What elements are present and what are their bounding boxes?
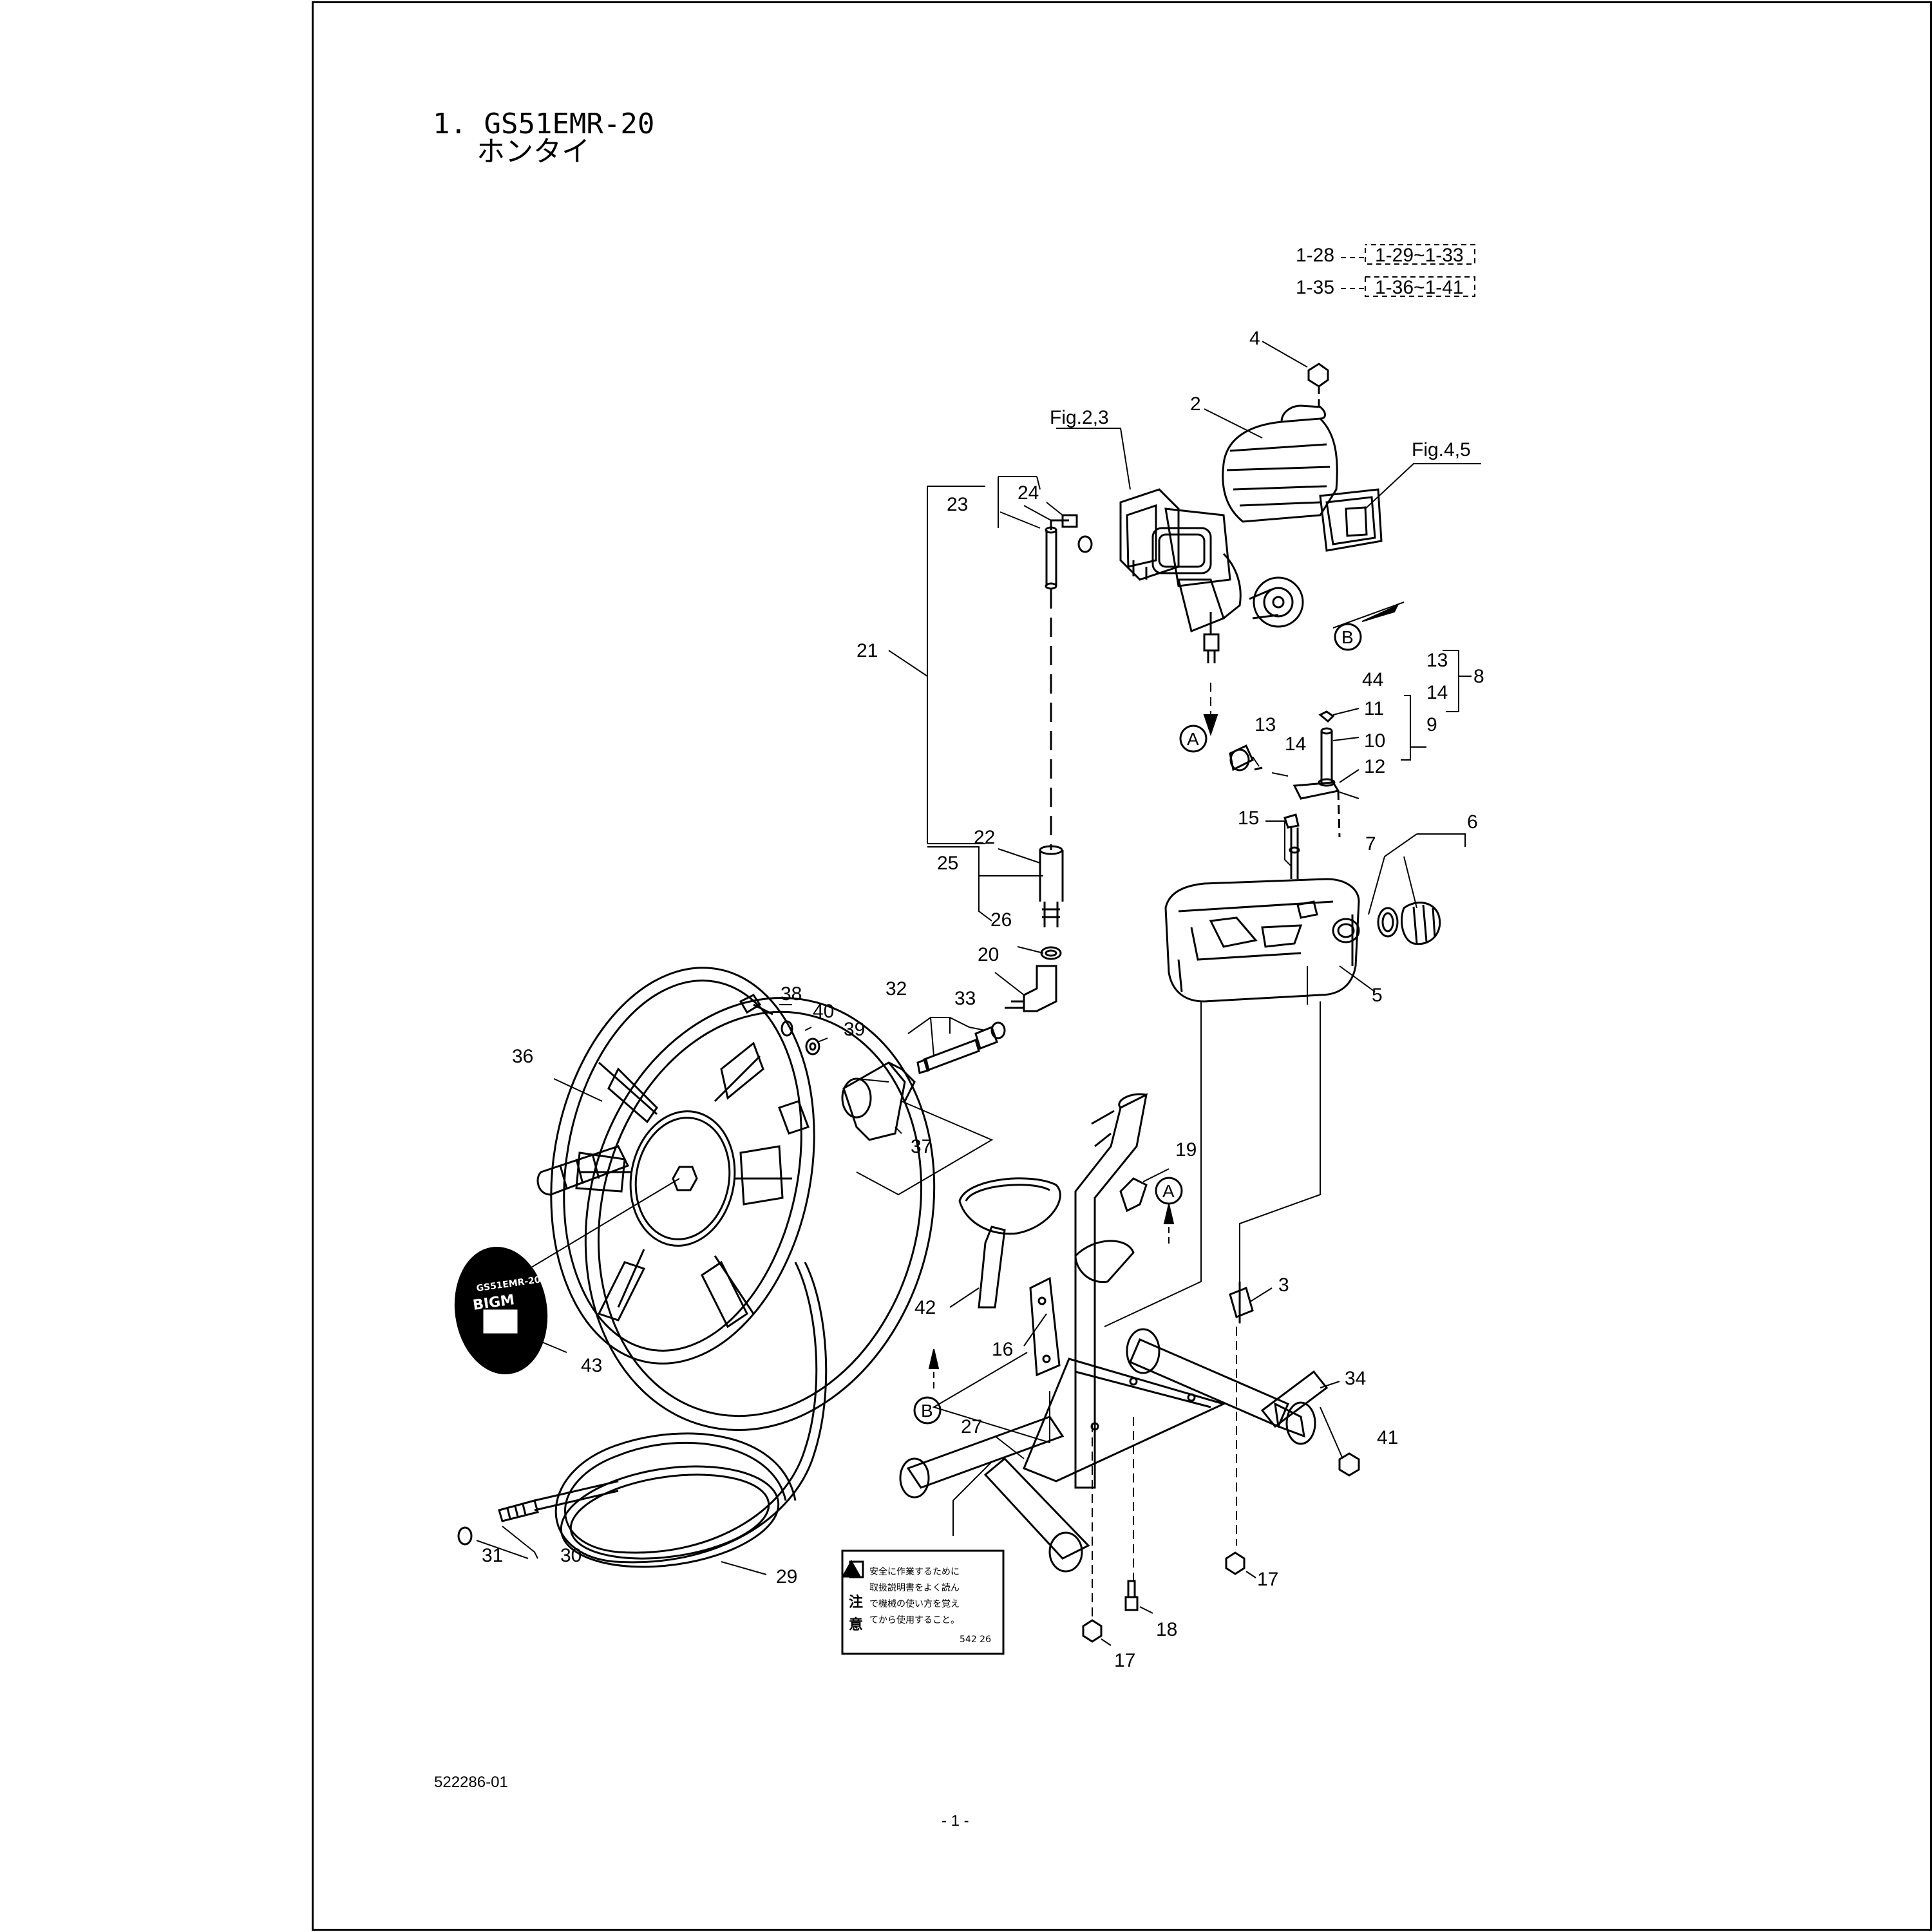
- page-title-section: ホンタイ: [477, 135, 590, 168]
- elbow-part-20: [1023, 965, 1057, 1012]
- part-label-39: 39: [844, 1019, 865, 1040]
- part-label-44: 44: [1362, 669, 1383, 690]
- hose-nozzle-part-30: [498, 1499, 539, 1522]
- part-label-34: 34: [1345, 1368, 1366, 1389]
- caution-kanji-1: 注: [849, 1594, 863, 1611]
- marker-b-engine: [1334, 623, 1362, 651]
- ref-from-1-35: 1-35: [1296, 277, 1334, 298]
- part-label-19: 19: [1175, 1139, 1197, 1160]
- part-label-30: 30: [560, 1545, 582, 1566]
- marker-a-frame: [1155, 1177, 1183, 1205]
- part-label-3: 3: [1278, 1274, 1289, 1296]
- document-number: 522286-01: [434, 1774, 508, 1791]
- frame-stand: [899, 1093, 1329, 1573]
- ref-range-1-29-1-33: 1-29~1-33: [1375, 245, 1464, 266]
- part-label-27: 27: [961, 1416, 982, 1437]
- part-label-31: 31: [482, 1545, 503, 1566]
- part-label-33: 33: [954, 988, 976, 1009]
- marker-b-label: B: [1341, 627, 1354, 647]
- page-title-model: 1. GS51EMR-20: [433, 108, 654, 140]
- part-label-13-right: 13: [1426, 650, 1448, 671]
- part-label-16: 16: [992, 1339, 1013, 1360]
- hose-fitting-part-22: [1039, 850, 1064, 902]
- part-label-8: 8: [1473, 666, 1484, 687]
- part-label-13-left: 13: [1255, 714, 1276, 735]
- figure-ref-2-3: Fig.2,3: [1050, 407, 1109, 428]
- part-label-38: 38: [781, 983, 802, 1005]
- part-label-4: 4: [1249, 328, 1260, 349]
- marker-b-label-2: B: [921, 1401, 933, 1421]
- part-label-24: 24: [1018, 482, 1039, 504]
- engine-assembly: [1119, 404, 1383, 663]
- ref-from-1-28: 1-28: [1296, 245, 1334, 266]
- part-label-40: 40: [813, 1001, 834, 1022]
- nut-part-17a: [1225, 1551, 1245, 1575]
- part-label-23: 23: [947, 494, 968, 515]
- caution-label-part-27: [841, 1549, 1005, 1655]
- part-label-2: 2: [1190, 393, 1201, 415]
- hose-part-23: [1045, 530, 1057, 586]
- marker-a-label-2: A: [1162, 1181, 1175, 1201]
- ref-range-1-36-1-41: 1-36~1-41: [1375, 277, 1464, 298]
- part-label-36: 36: [512, 1046, 533, 1067]
- nut-part-17b: [1082, 1619, 1103, 1643]
- part-label-10: 10: [1364, 730, 1385, 752]
- part-label-7: 7: [1365, 833, 1376, 855]
- part-label-41: 41: [1377, 1427, 1398, 1448]
- part-label-5: 5: [1372, 985, 1383, 1006]
- caution-line-2: 取扱説明書をよく読ん: [869, 1582, 960, 1593]
- hose-reel: [536, 967, 936, 1432]
- part-label-14-right: 14: [1426, 682, 1448, 703]
- marker-a-label: A: [1187, 729, 1199, 749]
- fitting-part-3: [1229, 1286, 1254, 1319]
- washer-part-31: [457, 1526, 473, 1546]
- nut-part-41: [1338, 1452, 1360, 1477]
- caution-code: 542 26: [960, 1634, 991, 1645]
- caution-line-3: で機械の使い方を覚え: [869, 1598, 960, 1609]
- gasket-part-7: [1377, 907, 1399, 938]
- hose-part-29: [534, 1262, 828, 1568]
- washer-part-26: [1040, 946, 1062, 960]
- part-label-43: 43: [581, 1355, 602, 1376]
- part-label-32: 32: [886, 978, 907, 999]
- part-label-17-lower: 17: [1114, 1650, 1135, 1671]
- bolt-part-18: [1124, 1580, 1139, 1611]
- drawing-sheet-frame: [312, 1, 1932, 1931]
- tank-cap-part-6: [1401, 902, 1441, 945]
- washer-part-24: [1077, 535, 1093, 553]
- caution-line-4: てから使用すること。: [869, 1615, 960, 1625]
- part-label-9: 9: [1426, 714, 1437, 735]
- part-label-18: 18: [1156, 1619, 1177, 1640]
- part-label-17-upper: 17: [1257, 1569, 1278, 1590]
- caution-line-1: 安全に作業するために: [869, 1566, 960, 1577]
- part-label-29: 29: [776, 1566, 797, 1587]
- page-number: - 1 -: [942, 1812, 969, 1830]
- caution-kanji-2: 意: [849, 1616, 863, 1633]
- fuel-tank: [1164, 878, 1360, 1003]
- nut-part-4: [1307, 363, 1329, 388]
- part-label-20: 20: [978, 944, 999, 965]
- part-label-22: 22: [974, 827, 995, 848]
- part-label-14-left: 14: [1285, 734, 1306, 755]
- part-label-42: 42: [914, 1297, 936, 1318]
- part-label-21: 21: [857, 640, 878, 661]
- part-label-26: 26: [990, 909, 1012, 931]
- part-label-6: 6: [1467, 811, 1478, 833]
- marker-b-frame: [913, 1396, 942, 1425]
- figure-ref-4-5: Fig.4,5: [1412, 439, 1471, 460]
- part-label-15: 15: [1238, 808, 1259, 829]
- part-label-12: 12: [1364, 756, 1385, 777]
- part-label-25: 25: [937, 853, 958, 874]
- hose-hanger-part-42: [958, 1177, 1061, 1235]
- part-label-37: 37: [911, 1136, 932, 1157]
- marker-a-pump: [1179, 724, 1208, 753]
- part-label-11: 11: [1364, 698, 1384, 719]
